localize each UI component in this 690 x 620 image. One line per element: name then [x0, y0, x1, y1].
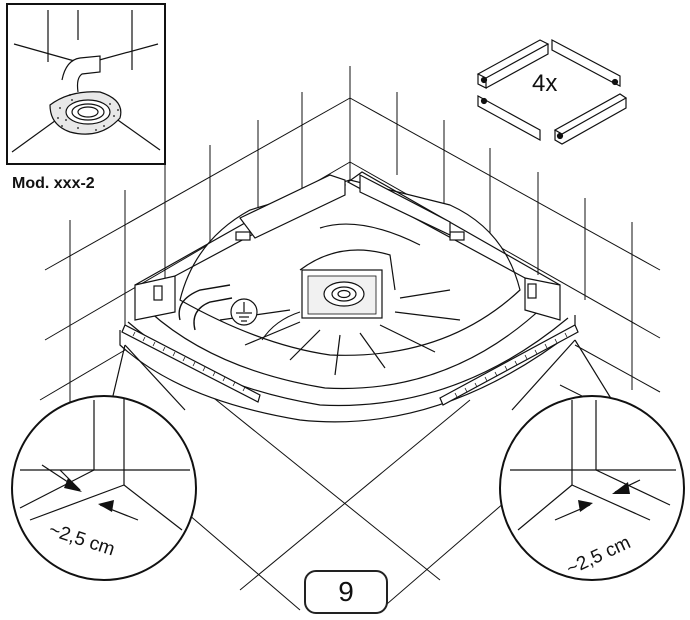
connector-parts	[476, 39, 628, 145]
model-label: Mod. xxx-2	[12, 175, 95, 192]
shower-tray	[119, 171, 576, 423]
wall-tiles	[39, 66, 661, 611]
step-number-badge: 9	[304, 570, 388, 614]
quantity-label: 4x	[532, 70, 558, 97]
step-number: 9	[338, 576, 354, 607]
left-gap-magnifier: ~2,5 cm	[11, 344, 197, 581]
right-gap-magnifier: ~2,5 cm	[499, 339, 685, 581]
adhesive-strips	[121, 324, 579, 406]
drain-detail-inset	[6, 3, 166, 165]
